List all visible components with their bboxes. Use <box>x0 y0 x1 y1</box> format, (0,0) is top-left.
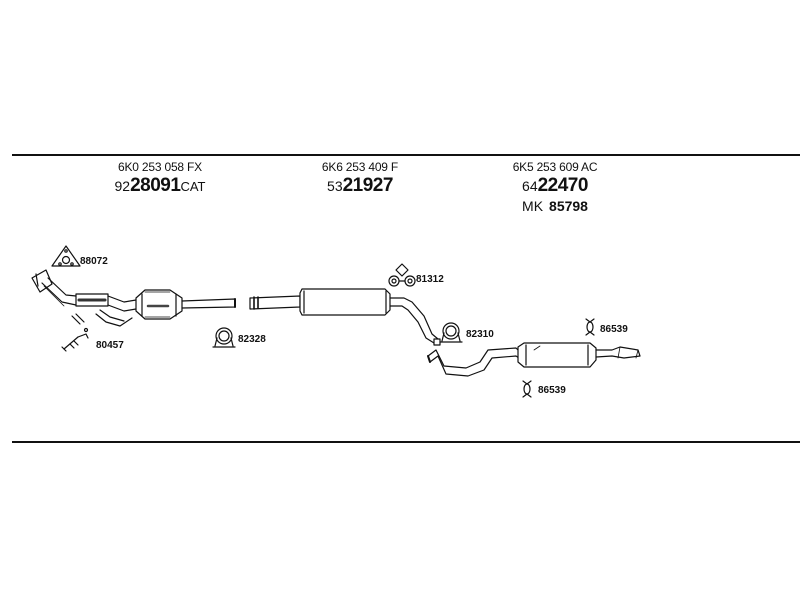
top-divider-line <box>12 154 800 156</box>
catalog-code: 6422470 <box>480 176 630 197</box>
catalog-code-main: 22470 <box>537 175 589 196</box>
catalog-code-main: 21927 <box>342 175 394 196</box>
bolt-kit-icon <box>61 313 89 352</box>
clamp-icon <box>212 327 236 348</box>
rear-silencer <box>427 342 641 377</box>
fitting-label-gasket: 88072 <box>80 256 108 267</box>
catalog-code-main: 28091 <box>130 175 181 196</box>
part-number: 6K0 253 058 FX <box>118 160 202 174</box>
hanger-icon <box>585 318 595 336</box>
header-rear-silencer: 6K5 253 609 AC 6422470 MK 85798 <box>480 160 630 215</box>
catalog-code-prefix: 92 <box>114 178 131 194</box>
catalog-code-prefix: 64 <box>522 178 538 194</box>
catalog-code: 9228091CAT <box>85 176 235 197</box>
gasket-icon <box>51 245 81 267</box>
header-middle-silencer: 6K6 253 409 F 5321927 <box>290 160 430 197</box>
header-catalytic-converter: 6K0 253 058 FX 9228091CAT <box>85 160 235 197</box>
part-number: 6K5 253 609 AC <box>512 160 598 174</box>
front-downpipe <box>31 269 137 327</box>
fitting-label-rubber-mount: 81312 <box>416 274 444 285</box>
catalog-code: 5321927 <box>290 176 430 197</box>
mounting-kit-number: 85798 <box>549 198 588 214</box>
fitting-label-clamp-rear: 82310 <box>466 329 494 340</box>
catalog-code-prefix: 53 <box>327 178 343 194</box>
mounting-kit-prefix: MK <box>522 198 544 214</box>
catalytic-converter <box>135 289 236 320</box>
clamp-icon <box>439 322 463 343</box>
mounting-kit-code: MK 85798 <box>480 197 630 215</box>
middle-silencer <box>249 288 441 346</box>
part-number: 6K6 253 409 F <box>321 160 399 174</box>
fitting-label-hanger-top: 86539 <box>600 324 628 335</box>
fitting-label-bolt-kit: 80457 <box>96 340 124 351</box>
fitting-label-hanger-bottom: 86539 <box>538 385 566 396</box>
hanger-icon <box>522 380 532 398</box>
fitting-label-clamp-front: 82328 <box>238 334 266 345</box>
catalog-code-suffix: CAT <box>180 179 206 194</box>
bottom-divider-line <box>12 441 800 443</box>
rubber-mount-icon <box>388 263 416 287</box>
